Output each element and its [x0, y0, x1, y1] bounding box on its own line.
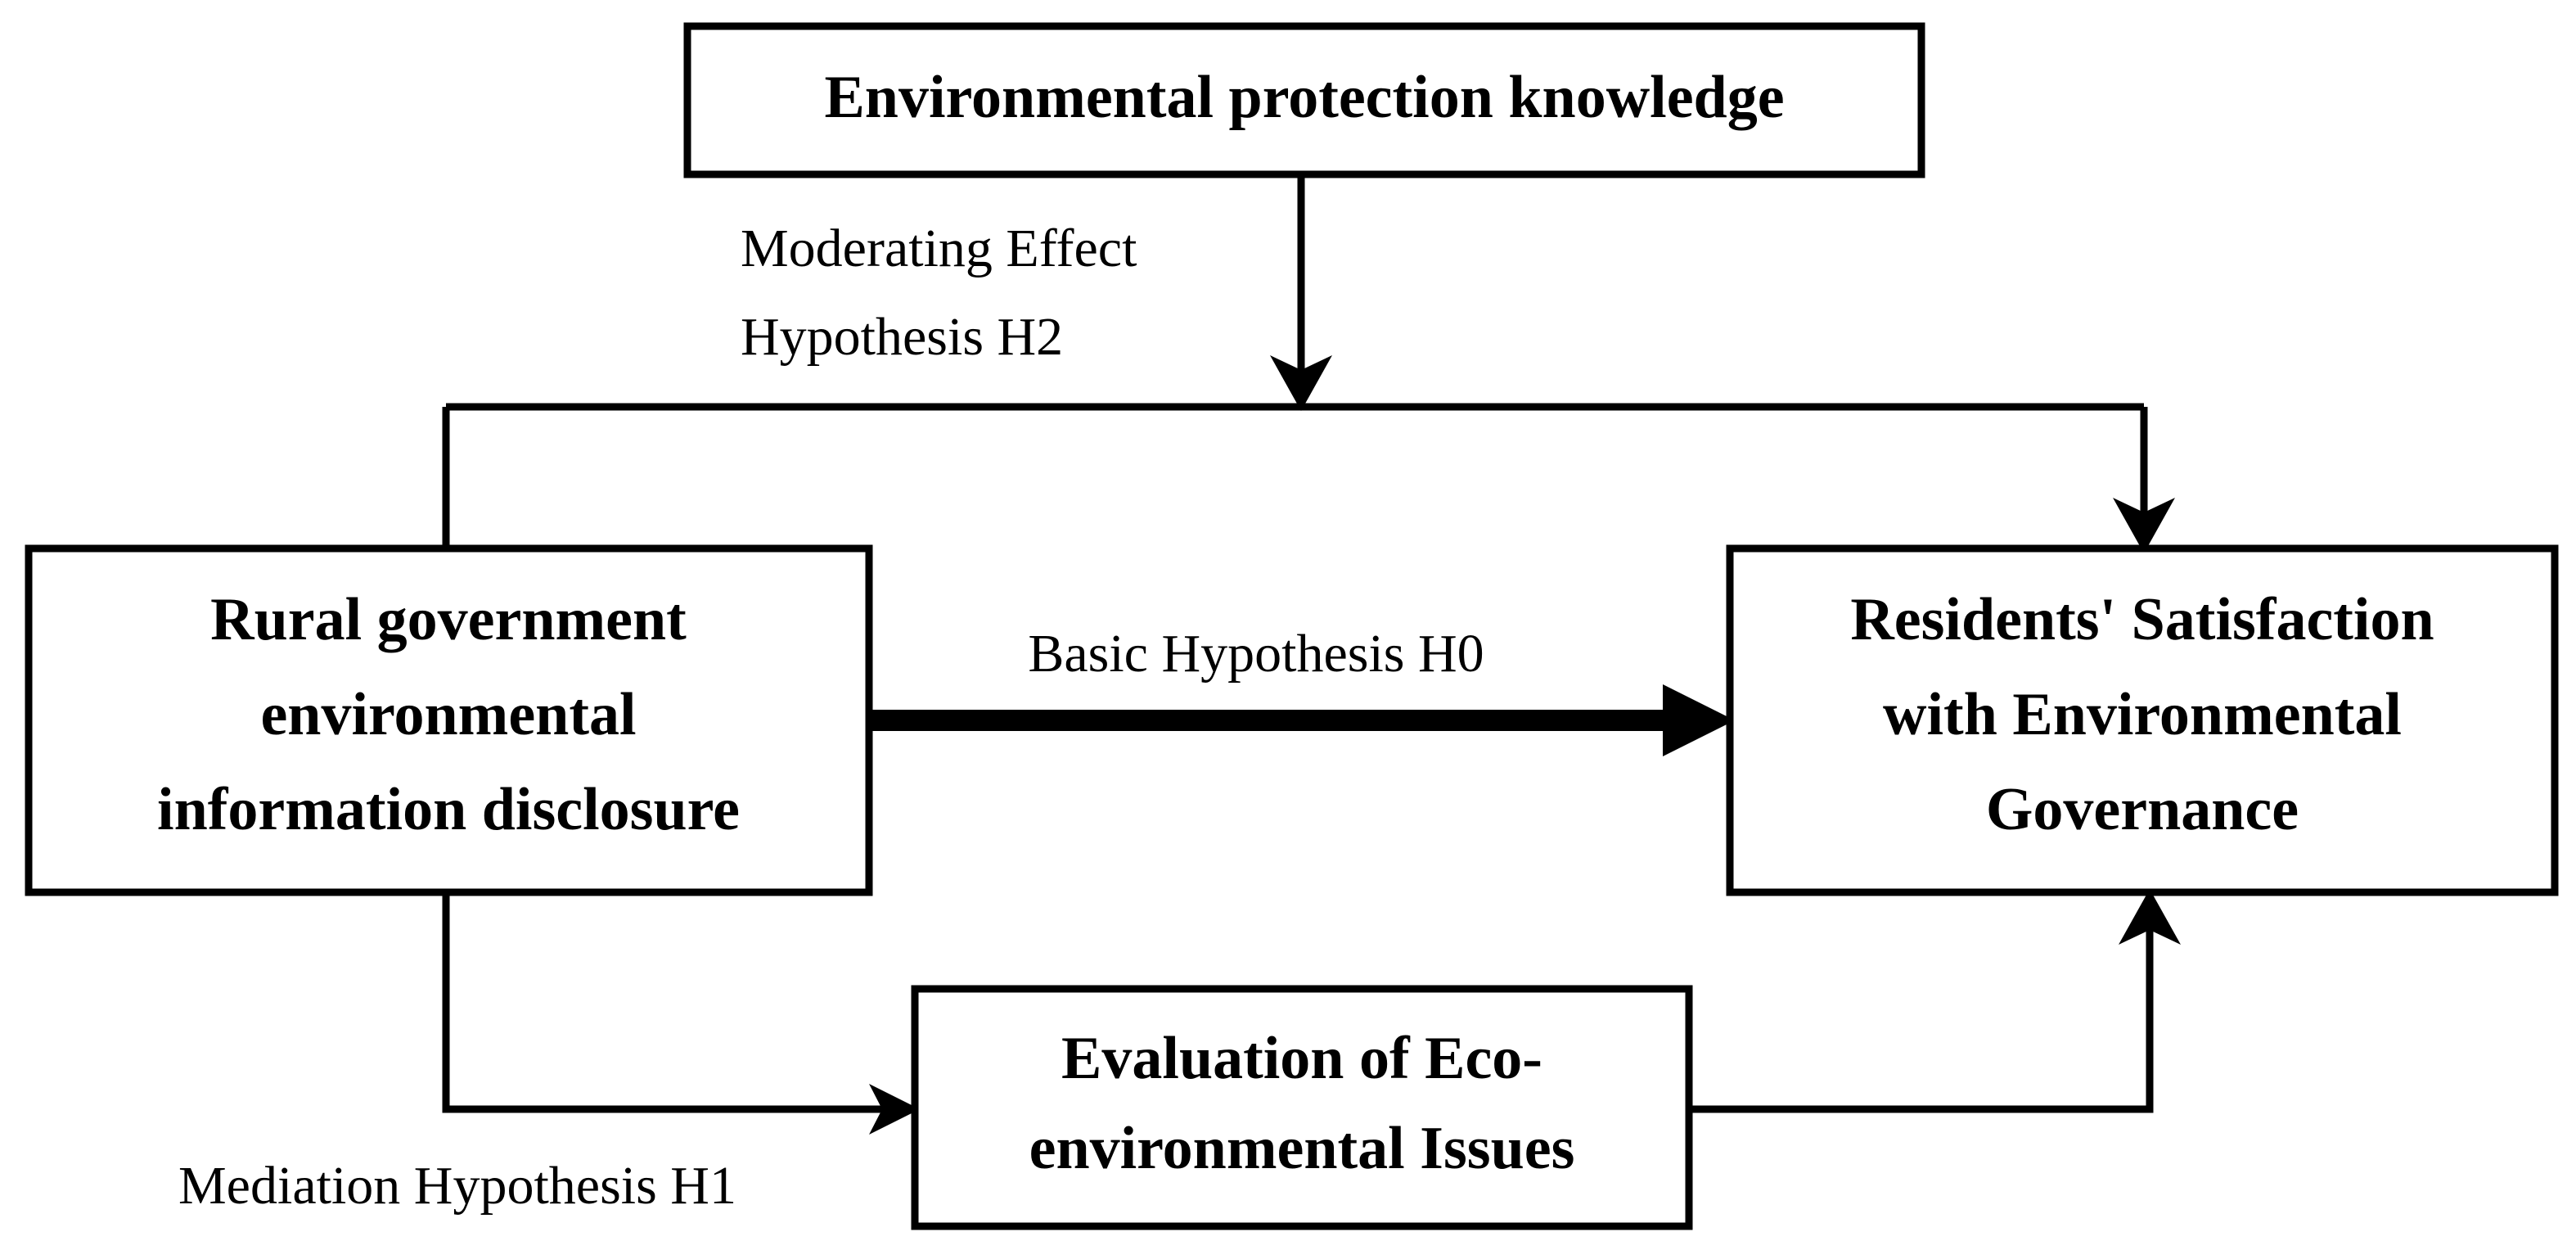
rural-government-disclosure-label-line-3: information disclosure: [157, 776, 740, 843]
mediation-hypothesis-edge-label: Mediation Hypothesis H1: [178, 1156, 736, 1216]
moderating-effect-arrowhead: [1270, 355, 1332, 411]
environmental-protection-knowledge-box-rect: [683, 22, 1925, 178]
mediation-hypothesis-shaft: [442, 889, 892, 1113]
rural-government-disclosure-box[interactable]: Rural government environmental informati…: [25, 544, 873, 896]
mediation-hypothesis-label: Mediation Hypothesis H1: [178, 1156, 736, 1216]
mediator-to-dependent-edge: [1689, 889, 2181, 1113]
residents-satisfaction-box[interactable]: Residents' Satisfaction with Environment…: [1726, 544, 2559, 896]
moderating-effect-right-arrowhead: [2113, 498, 2175, 553]
basic-hypothesis-label: Basic Hypothesis H0: [1028, 624, 1484, 684]
eco-environmental-issues-label-line-1: Evaluation of Eco-: [1061, 1025, 1542, 1092]
mediation-hypothesis-edge: [442, 889, 920, 1135]
environmental-protection-knowledge-box[interactable]: Environmental protection knowledge: [683, 22, 1925, 178]
environmental-protection-knowledge-label: Environmental protection knowledge: [824, 64, 1784, 131]
mediation-hypothesis-arrowhead: [869, 1084, 920, 1135]
eco-environmental-issues-box[interactable]: Evaluation of Eco- environmental Issues: [911, 985, 1693, 1230]
eco-environmental-issues-label-line-2: environmental Issues: [1029, 1115, 1575, 1182]
basic-hypothesis-edge: [864, 684, 1735, 756]
residents-satisfaction-label-line-2: with Environmental: [1883, 681, 2402, 748]
moderating-effect-edge: [442, 174, 2175, 553]
rural-government-disclosure-label-line-2: environmental: [260, 681, 636, 748]
moderating-effect-label-line-1: Moderating Effect: [741, 219, 1137, 278]
residents-satisfaction-label-line-3: Governance: [1986, 776, 2299, 843]
eco-environmental-issues-box-rect: [911, 985, 1693, 1230]
moderating-effect-label-line-2: Hypothesis H2: [741, 307, 1063, 367]
rural-government-disclosure-box-rect: [25, 544, 873, 896]
basic-hypothesis-arrowhead: [1663, 684, 1735, 756]
moderating-effect-edge-label: Moderating Effect Hypothesis H2: [741, 219, 1137, 367]
mediator-to-dependent-shaft: [1689, 917, 2154, 1113]
mediator-to-dependent-arrowhead: [2119, 889, 2181, 945]
basic-hypothesis-edge-label: Basic Hypothesis H0: [1028, 624, 1484, 684]
residents-satisfaction-label-line-1: Residents' Satisfaction: [1850, 586, 2434, 653]
rural-government-disclosure-label-line-1: Rural government: [210, 586, 687, 653]
residents-satisfaction-box-rect: [1726, 544, 2559, 896]
